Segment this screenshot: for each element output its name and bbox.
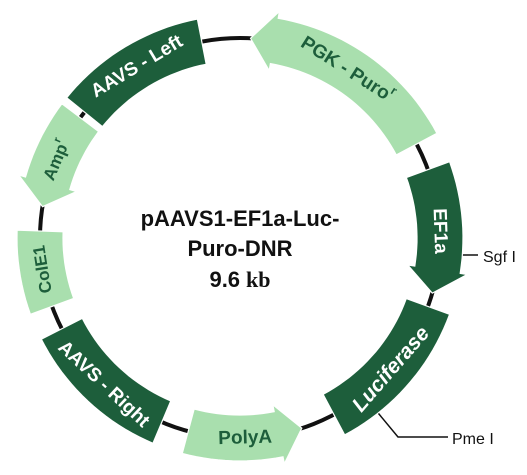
plasmid-name-line1: pAAVS1-EF1a-Luc- — [141, 206, 340, 231]
polya-label: PolyA — [218, 427, 273, 449]
polya-feature — [181, 403, 303, 466]
plasmid-size-number: 9.6 — [209, 267, 240, 292]
amp-feature — [17, 102, 100, 208]
ef1a-label-text: EF1a — [429, 208, 452, 255]
aavs-left-feature — [65, 18, 207, 128]
amp-resistance-superscript: r — [51, 135, 64, 144]
pgk-puro-resistance-superscript: r — [388, 83, 400, 97]
luciferase-feature — [322, 297, 451, 436]
cole1-feature — [16, 229, 75, 316]
plasmid-name-line2: Puro-DNR — [187, 236, 292, 261]
ef1a-feature — [405, 160, 469, 294]
ef1a-label: EF1a — [429, 208, 452, 255]
aavs-right-feature — [40, 317, 172, 445]
pgk-puro-feature — [249, 9, 438, 156]
polya-label-text: PolyA — [218, 427, 273, 449]
plasmid-size-unit: kb — [246, 267, 270, 292]
sgf-site-label: Sgf I — [483, 249, 516, 266]
pme-site-label: Pme I — [452, 431, 494, 448]
